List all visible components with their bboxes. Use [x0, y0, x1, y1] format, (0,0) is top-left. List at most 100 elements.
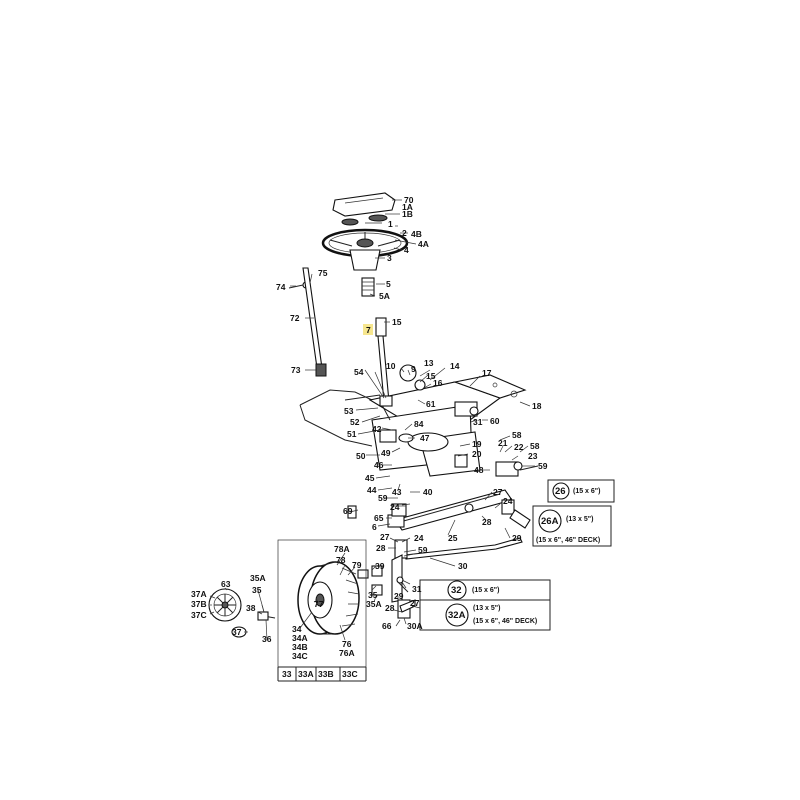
part-label: 7: [366, 325, 371, 335]
wheel-size-table: 33 33A 33B 33C: [277, 666, 367, 682]
part-label: 14: [450, 361, 460, 371]
callout-id: 26A: [541, 516, 559, 527]
table-cell: 33A: [298, 669, 314, 679]
part-label: 66: [382, 621, 392, 631]
part-label: 22: [514, 442, 524, 452]
part-label: 84: [414, 419, 424, 429]
part-label: 9: [411, 364, 416, 374]
part-label: 44: [367, 485, 377, 495]
part-label: 40: [423, 487, 433, 497]
part-label: 4A: [418, 239, 429, 249]
part-label: 34A: [292, 633, 308, 643]
callout-id: 32: [451, 585, 462, 596]
part-label: 43: [392, 487, 402, 497]
part-label: 29: [394, 591, 404, 601]
part-label: 76A: [339, 648, 355, 658]
hub-cap-part: [208, 588, 242, 622]
part-label: 15: [392, 317, 402, 327]
part-label: 48: [474, 465, 484, 475]
part-label: 45: [365, 473, 375, 483]
part-label: 42: [372, 424, 382, 434]
part-label: 63: [221, 579, 231, 589]
emblem-part: [341, 214, 388, 226]
part-label: 28: [376, 543, 386, 553]
table-cell: 33: [282, 669, 292, 679]
part-label: 54: [354, 367, 364, 377]
part-label: 34B: [292, 642, 308, 652]
part-label: 4: [404, 245, 409, 255]
part-label: 27: [493, 487, 503, 497]
part-label: 46: [374, 460, 384, 470]
steering-wheel-part: [321, 228, 409, 271]
part-label: 76: [342, 639, 352, 649]
part-label: 15: [426, 371, 436, 381]
frame-part: [299, 364, 527, 477]
part-label: 24: [503, 496, 513, 506]
part-label: 19: [472, 439, 482, 449]
callout-26: 26 (15 x 6"): [547, 479, 615, 503]
part-label: 35: [252, 585, 262, 595]
callout-26A: 26A (13 x 5") (15 x 6", 46" DECK): [532, 505, 612, 547]
part-label: 16: [433, 378, 443, 388]
part-label: 79: [352, 560, 362, 570]
part-label: 30A: [407, 621, 423, 631]
part-label: 39: [375, 561, 385, 571]
part-label: 61: [426, 399, 436, 409]
part-label: 38: [246, 603, 256, 613]
part-label: 30: [458, 561, 468, 571]
callout-32A: 32A (13 x 5") (15 x 6", 46" DECK): [419, 599, 551, 631]
bushing-part: [231, 611, 276, 638]
part-label: 28: [482, 517, 492, 527]
callout-size: (13 x 5"): [566, 516, 593, 523]
part-label: 60: [490, 416, 500, 426]
part-label: 78A: [334, 544, 350, 554]
callout-size: (15 x 6"): [472, 587, 499, 594]
part-label: 31: [412, 584, 422, 594]
part-label: 29: [512, 533, 522, 543]
part-label: 24: [414, 533, 424, 543]
part-label: 5: [386, 279, 391, 289]
part-label: 27: [410, 598, 420, 608]
part-label: 69: [343, 506, 353, 516]
callout-id: 32A: [448, 610, 466, 621]
part-label: 49: [381, 448, 391, 458]
part-label: 59: [538, 461, 548, 471]
part-label: 53: [344, 406, 354, 416]
part-label: 1A: [402, 202, 413, 212]
part-label: 58: [512, 430, 522, 440]
part-label: 47: [420, 433, 430, 443]
part-label: 74: [276, 282, 286, 292]
part-label: 1B: [402, 209, 413, 219]
part-label: 65: [374, 513, 384, 523]
callout-32: 32 (15 x 6"): [419, 579, 551, 601]
part-label: 21: [498, 438, 508, 448]
part-label: 17: [482, 368, 492, 378]
part-label: 2: [402, 228, 407, 238]
callout-id: 26: [555, 486, 566, 497]
part-label: 31: [473, 417, 483, 427]
part-label: 35A: [250, 573, 266, 583]
table-cell: 33C: [342, 669, 358, 679]
part-label: 1: [388, 219, 393, 229]
part-label: 34C: [292, 651, 308, 661]
tire-part: [277, 539, 367, 668]
part-label: 52: [350, 417, 360, 427]
steering-cap-part: [332, 192, 396, 217]
part-labels: 70 1A 1B 1 2 4B 4A 4 3 75 74 5 5A 72 7 1…: [191, 195, 548, 661]
front-axle-part: [394, 461, 539, 531]
part-label: 28: [385, 603, 395, 613]
part-label: 59: [418, 545, 428, 555]
part-label: 70: [404, 195, 414, 205]
axle-bolt-part: [347, 503, 407, 596]
part-label: 25: [448, 533, 458, 543]
part-label: 51: [347, 429, 357, 439]
table-cell: 33B: [318, 669, 334, 679]
part-label: 36: [262, 634, 272, 644]
part-label: 35: [368, 590, 378, 600]
leader-lines: [209, 199, 535, 641]
part-label: 77: [314, 599, 324, 609]
part-label: 37A: [191, 589, 207, 599]
part-label: 72: [290, 313, 300, 323]
